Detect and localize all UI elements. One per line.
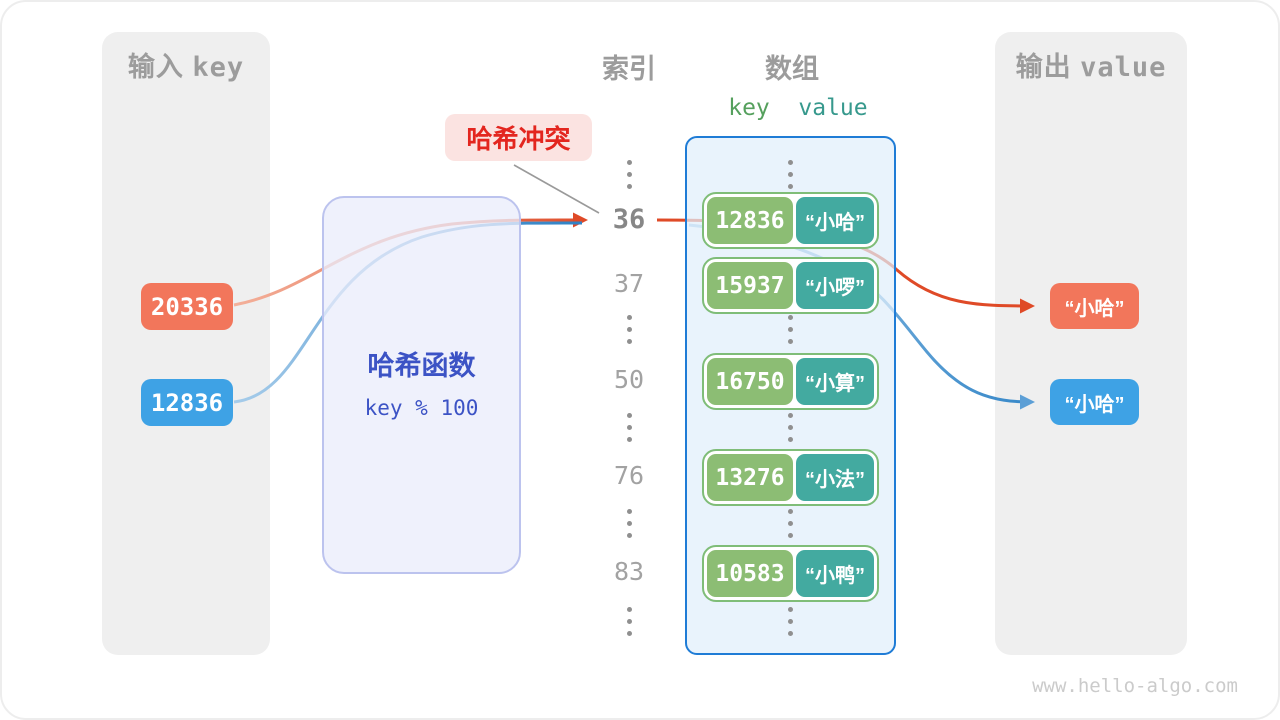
- array-key-box: 12836: [707, 197, 793, 244]
- index-ellipsis-dots: [627, 606, 633, 636]
- output-value-box-blue: “小哈”: [1050, 379, 1139, 425]
- collision-pointer-line: [513, 164, 600, 214]
- value-column-header: value: [798, 95, 868, 121]
- output-value-text: “小哈”: [1064, 297, 1125, 320]
- index-ellipsis-dots: [627, 508, 633, 538]
- array-key-box: 16750: [707, 358, 793, 405]
- array-pair-row: 15937“小啰”: [702, 257, 879, 314]
- output-value-box-orange: “小哈”: [1050, 283, 1139, 329]
- key-column-header: key: [728, 95, 770, 121]
- index-value-highlighted: 36: [612, 204, 646, 235]
- array-value-box: “小哈”: [796, 197, 874, 244]
- array-ellipsis-dots: [788, 606, 794, 636]
- hash-function-title: 哈希函数: [367, 351, 476, 381]
- index-value: 76: [613, 461, 645, 490]
- input-key-box-blue: 12836: [141, 379, 233, 426]
- array-column-title: 数组: [765, 54, 819, 84]
- output-value-text: “小哈”: [1064, 393, 1125, 416]
- array-pair-row: 16750“小算”: [702, 353, 879, 410]
- index-value: 50: [613, 365, 645, 394]
- array-ellipsis-dots: [788, 508, 794, 538]
- watermark-url: www.hello-algo.com: [1032, 675, 1238, 697]
- index-ellipsis-dots: [627, 412, 633, 442]
- array-key-box: 15937: [707, 262, 793, 309]
- index-value: 83: [613, 557, 645, 586]
- array-ellipsis-dots: [788, 159, 794, 189]
- input-key-panel: [102, 32, 270, 655]
- index-ellipsis-dots: [627, 314, 633, 344]
- hash-function-box: 哈希函数 key % 100: [322, 196, 521, 574]
- output-value-panel: [995, 32, 1187, 655]
- array-key-box: 10583: [707, 550, 793, 597]
- hash-function-formula: key % 100: [364, 396, 479, 420]
- index-column-title: 索引: [602, 54, 656, 84]
- output-panel-title-en: value: [1080, 52, 1167, 83]
- output-panel-title-zh: 输出: [1015, 52, 1072, 82]
- array-value-box: “小啰”: [796, 262, 874, 309]
- array-pair-row: 10583“小鸭”: [702, 545, 879, 602]
- array-value-box: “小算”: [796, 358, 874, 405]
- array-key-box: 13276: [707, 454, 793, 501]
- array-pair-row: 12836“小哈”: [702, 192, 879, 249]
- input-panel-title: 输入 key: [102, 45, 270, 84]
- index-ellipsis-dots: [627, 159, 633, 189]
- index-value: 37: [613, 269, 645, 298]
- array-ellipsis-dots: [788, 314, 794, 344]
- input-panel-title-zh: 输入: [127, 52, 184, 82]
- array-value-box: “小法”: [796, 454, 874, 501]
- input-key-value: 20336: [150, 292, 224, 321]
- array-ellipsis-dots: [788, 412, 794, 442]
- input-panel-title-en: key: [192, 52, 245, 83]
- hash-collision-label: 哈希冲突: [445, 114, 592, 161]
- array-value-box: “小鸭”: [796, 550, 874, 597]
- input-key-box-orange: 20336: [141, 283, 233, 330]
- input-key-value: 12836: [150, 388, 224, 417]
- output-panel-title: 输出 value: [995, 45, 1187, 84]
- array-pair-row: 13276“小法”: [702, 449, 879, 506]
